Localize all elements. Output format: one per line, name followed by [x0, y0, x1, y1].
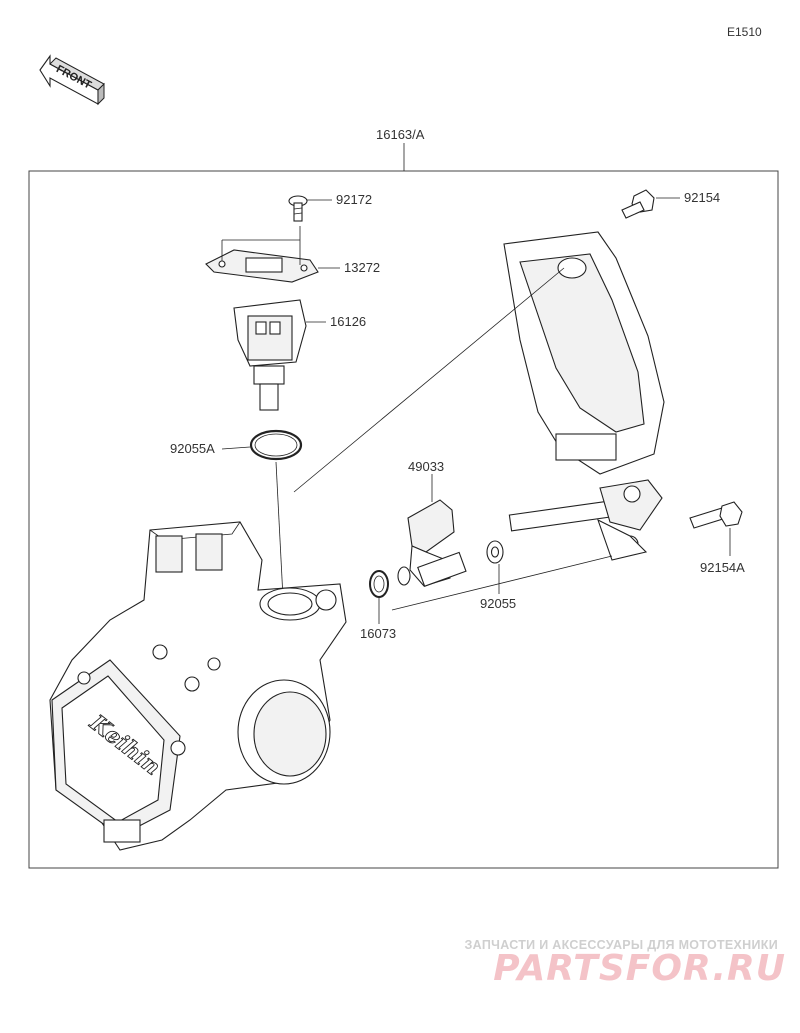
- oring-92055A-icon: [221, 429, 303, 599]
- throttle-body-icon: Keihin: [49, 521, 347, 851]
- watermark-tagline: ЗАПЧАСТИ И АКСЕССУАРЫ ДЛЯ МОТОТЕХНИКИ: [464, 938, 778, 952]
- screw-92172-icon: [288, 195, 332, 222]
- sensor-cover-icon: [293, 231, 665, 493]
- part-49033-label: 49033: [408, 459, 444, 474]
- fuel-rail-icon: [391, 479, 663, 611]
- assembly-frame: [28, 143, 779, 869]
- part-92172-label: 92172: [336, 192, 372, 207]
- plate-13272-icon: [205, 226, 340, 283]
- bolt-92154-icon: [621, 189, 680, 219]
- part-92154A-label: 92154A: [700, 560, 745, 575]
- assembly-label: 16163/A: [376, 127, 425, 142]
- part-13272-label: 13272: [344, 260, 380, 275]
- front-arrow-icon: FRONT: [39, 54, 105, 106]
- part-92055A-label: 92055A: [170, 441, 215, 456]
- bolt-92154A-icon: [689, 501, 743, 556]
- oring-16073-icon: [369, 570, 389, 624]
- sensor-49033-icon: [397, 474, 467, 587]
- part-92055-label: 92055: [480, 596, 516, 611]
- part-92154-label: 92154: [684, 190, 720, 205]
- watermark-brand: PARTSFOR.RU: [493, 948, 786, 989]
- diagram-code: E1510: [727, 25, 762, 39]
- washer-92055-icon: [486, 540, 504, 594]
- part-16073-label: 16073: [360, 626, 396, 641]
- part-16126-label: 16126: [330, 314, 366, 329]
- sensor-16126-icon: [233, 299, 326, 411]
